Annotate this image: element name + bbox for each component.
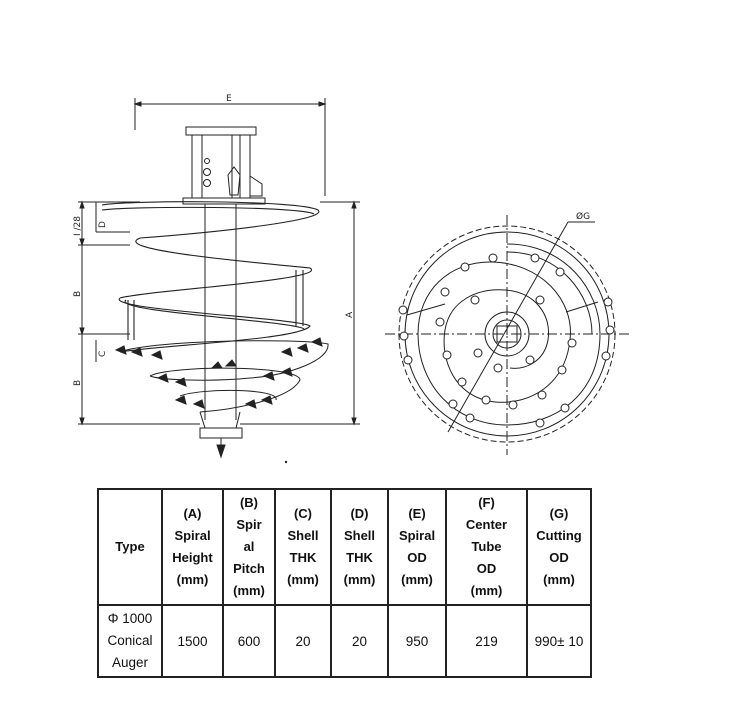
dimension-e: E xyxy=(133,94,327,196)
cell-shell-thk-c: 20 xyxy=(274,604,332,678)
cone-teeth xyxy=(114,337,323,409)
cell-spiral-od: 950 xyxy=(387,604,447,678)
cell-spiral-pitch: 600 xyxy=(222,604,276,678)
dim-label-c: C xyxy=(98,351,108,357)
cell-spiral-height: 1500 xyxy=(161,604,224,678)
dim-label-a: A xyxy=(345,311,355,318)
stray-dot xyxy=(284,460,288,464)
dim-label-b-upper: B xyxy=(73,291,83,297)
dim-label-e: E xyxy=(226,94,232,104)
header-spiral-od: (E) Spiral OD (mm) xyxy=(387,488,447,606)
header-shell-thk-c: (C) Shell THK (mm) xyxy=(274,488,332,606)
auger-bottom-view: ØG xyxy=(385,211,630,455)
table-header-row: Type (A) Spiral Height (mm) (B) Spir al … xyxy=(97,488,592,606)
dimension-left-chain: I /28 D B C B xyxy=(73,200,200,426)
dimension-a: A xyxy=(240,200,360,426)
table-row: Φ 1000 Conical Auger 1500 600 20 20 950 … xyxy=(97,604,592,678)
header-spiral-pitch: (B) Spir al Pitch (mm) xyxy=(222,488,276,606)
cell-cutting-od: 990± 10 xyxy=(526,604,592,678)
auger-side-view: E xyxy=(73,94,360,459)
cell-center-tube-od: 219 xyxy=(445,604,528,678)
header-type: Type xyxy=(97,488,163,606)
spiral-flights xyxy=(101,201,320,353)
auger-technical-drawing: E xyxy=(73,94,630,464)
kelly-box xyxy=(182,126,266,205)
cutting-cone xyxy=(114,337,329,459)
dim-label-g: ØG xyxy=(576,211,590,222)
header-spiral-height: (A) Spiral Height (mm) xyxy=(161,488,224,606)
plan-spiral xyxy=(417,243,601,426)
header-cutting-od: (G) Cutting OD (mm) xyxy=(526,488,592,606)
spec-table: Type (A) Spiral Height (mm) (B) Spir al … xyxy=(97,488,592,678)
cell-type: Φ 1000 Conical Auger xyxy=(97,604,163,678)
center-tube xyxy=(204,204,237,420)
cell-shell-thk-d: 20 xyxy=(330,604,389,678)
header-center-tube-od: (F) Center Tube OD (mm) xyxy=(445,488,528,606)
dim-label-b-lower: B xyxy=(73,380,83,386)
dim-label-d: D xyxy=(98,221,108,228)
dim-label-i28: I /28 xyxy=(73,216,83,236)
plan-teeth xyxy=(398,253,615,428)
header-shell-thk-d: (D) Shell THK (mm) xyxy=(330,488,389,606)
